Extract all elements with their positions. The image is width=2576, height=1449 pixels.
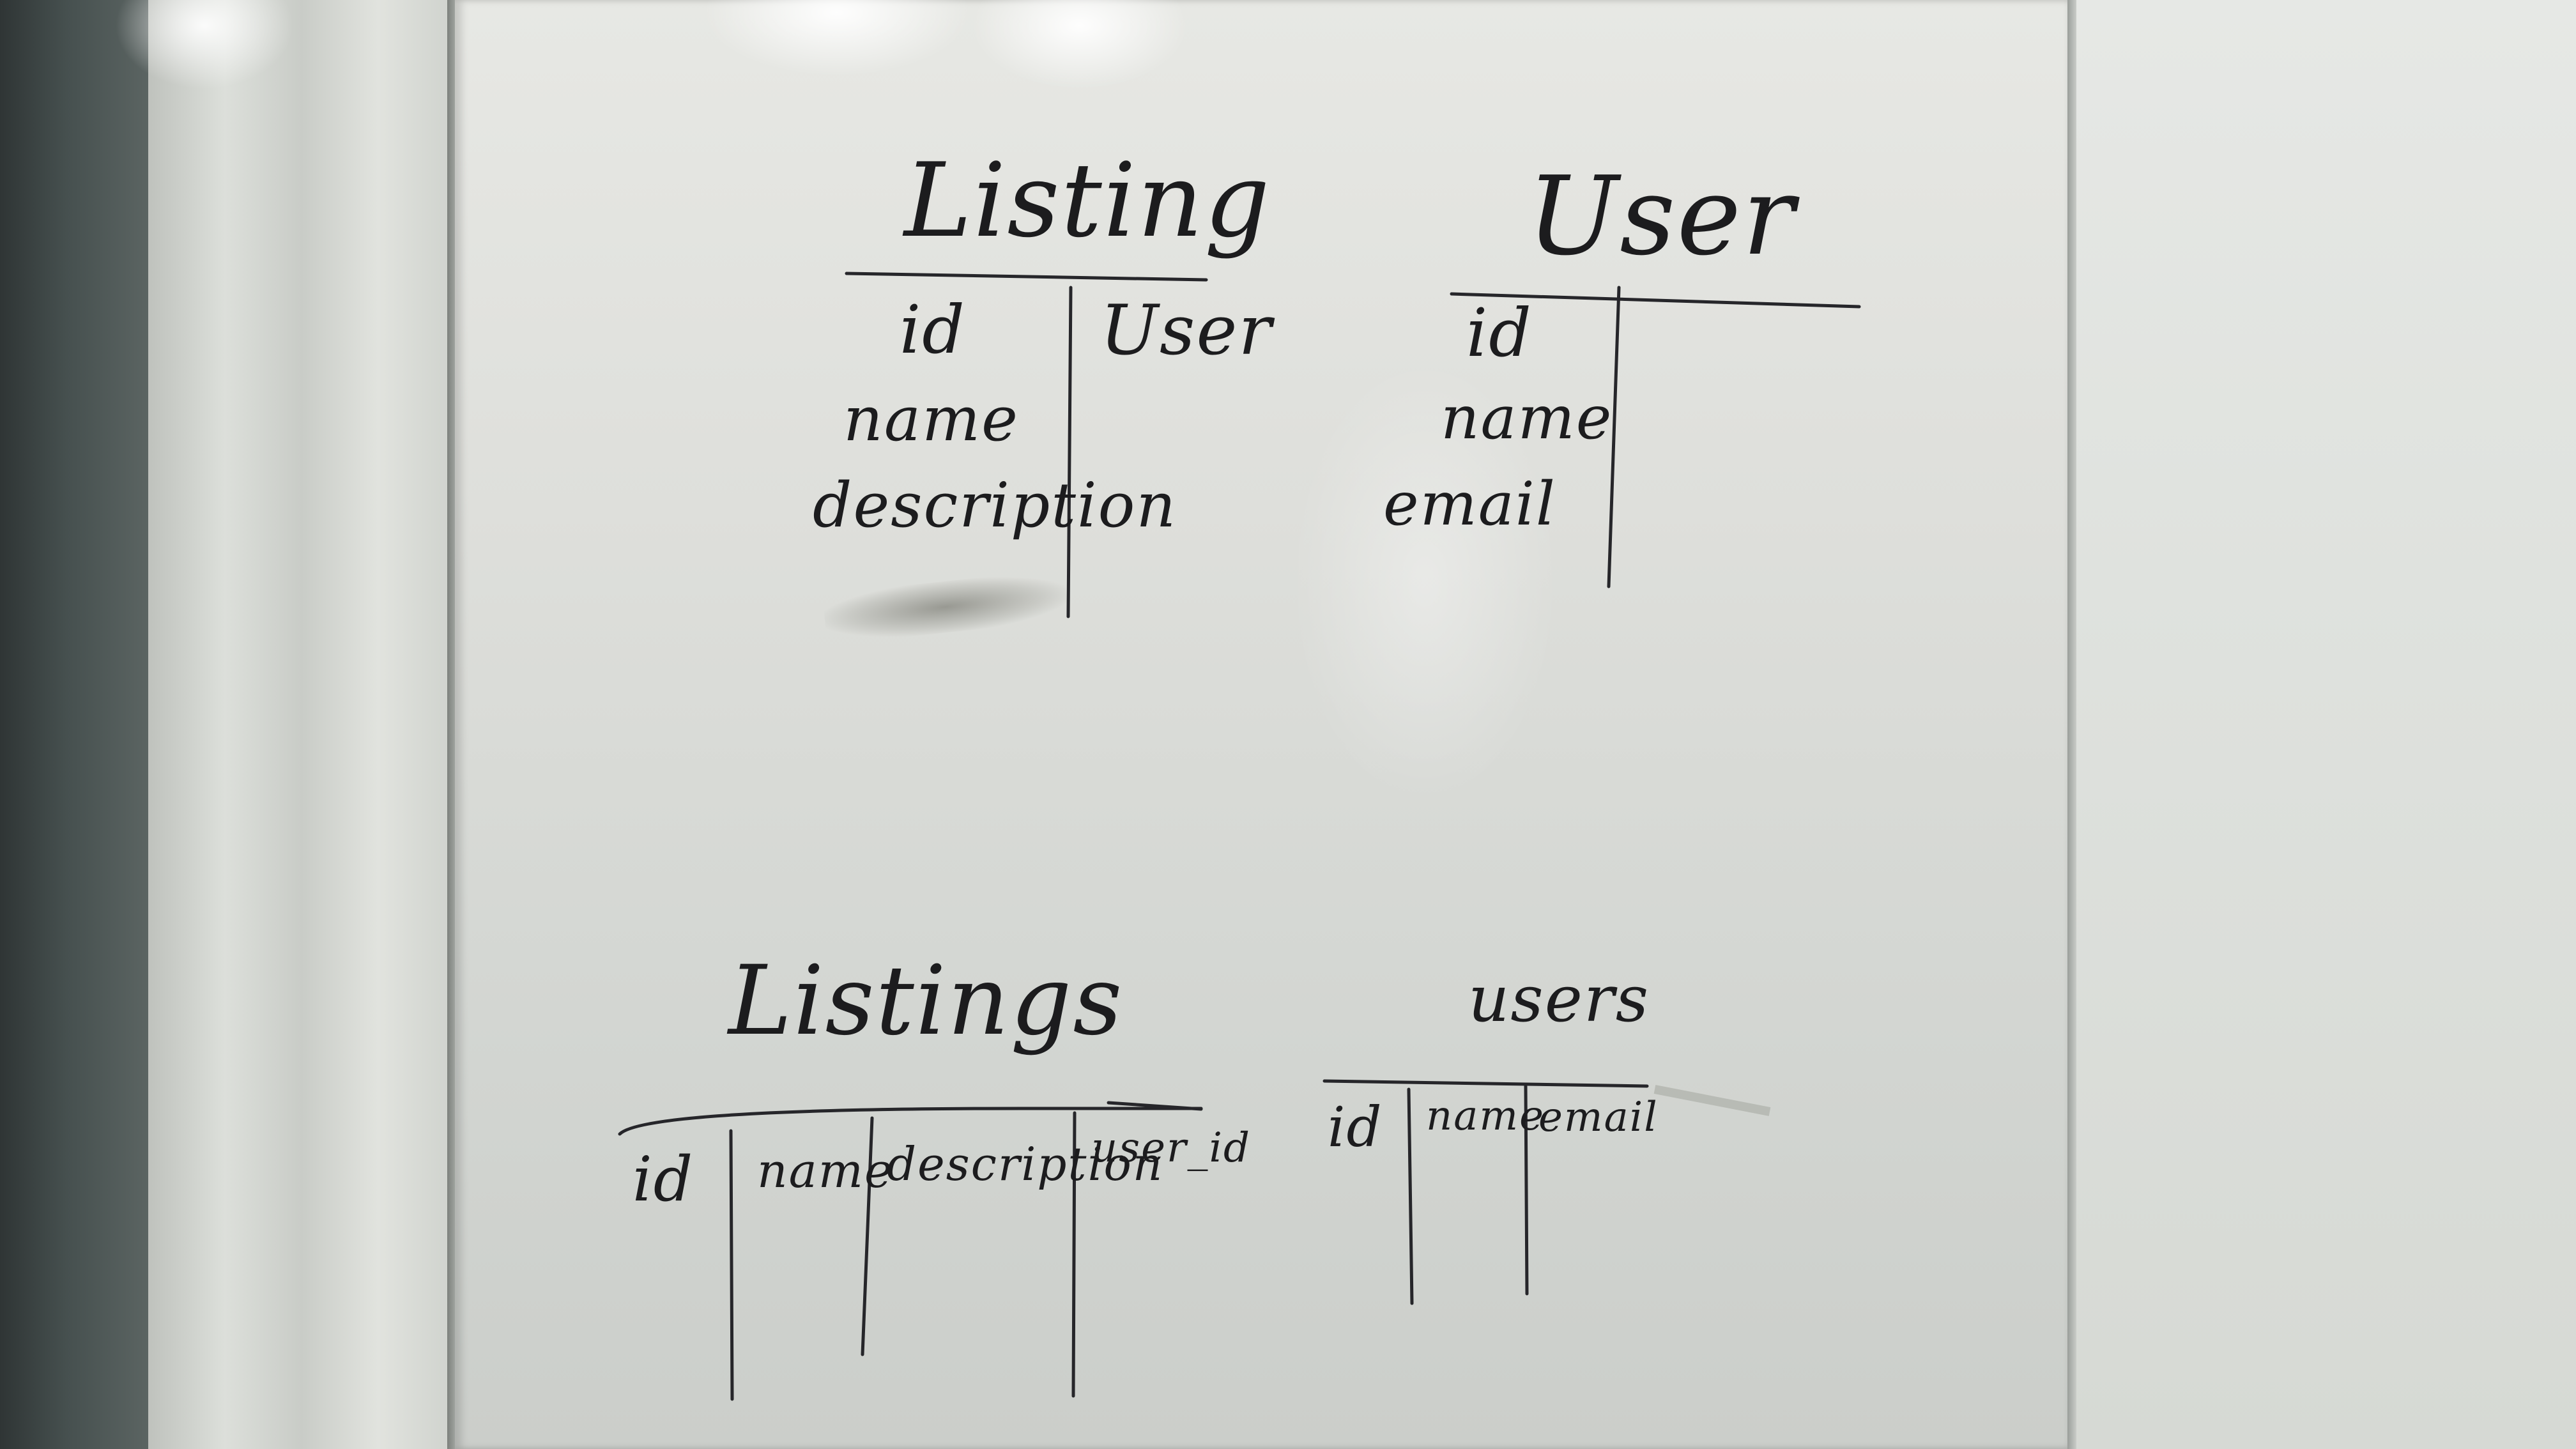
listing-field: id: [900, 291, 966, 369]
listings-col-divider: [729, 1129, 734, 1401]
listings-column-header: user_id: [1091, 1124, 1251, 1172]
listings-col-divider: [861, 1116, 874, 1356]
user-field: email: [1383, 470, 1556, 539]
listings-header-line-tail: [1107, 1101, 1203, 1111]
users-header-line: [1322, 1079, 1649, 1088]
listings-table-title: Listings: [728, 946, 1124, 1057]
dark-wall: [0, 0, 148, 1449]
listing-underline: [845, 272, 1208, 282]
listings-header-line: [618, 1107, 1203, 1136]
window-reflection: [1291, 358, 1559, 805]
listing-divider: [1066, 286, 1073, 618]
users-col-divider: [1407, 1087, 1414, 1305]
user-entity-title: User: [1527, 153, 1796, 280]
users-column-header: id: [1328, 1096, 1383, 1160]
ceiling-light-glare: [703, 0, 971, 77]
user-underline: [1450, 292, 1861, 309]
user-field: name: [1441, 383, 1613, 453]
listing-field: name: [843, 383, 1019, 455]
listing-entity-title: Listing: [904, 141, 1271, 260]
eraser-streak: [1653, 1085, 1771, 1116]
users-table-title: users: [1468, 962, 1650, 1036]
listings-col-divider: [1071, 1111, 1077, 1398]
users-column-header: name: [1426, 1092, 1545, 1140]
user-divider: [1607, 286, 1621, 588]
listings-column-header: id: [632, 1144, 694, 1215]
whiteboard: [455, 0, 2071, 1449]
listings-column-header: name: [757, 1144, 894, 1199]
listing-field: description: [813, 470, 1177, 541]
users-col-divider: [1524, 1084, 1529, 1296]
listings-column-header: description: [887, 1137, 1164, 1191]
ceiling-light-glare: [115, 0, 294, 89]
listing-relation: User: [1100, 291, 1273, 371]
board-right-edge: [2067, 0, 2076, 1449]
users-column-header: email: [1538, 1094, 1659, 1141]
right-wall-panel: [2076, 0, 2576, 1449]
door-frame: [148, 0, 455, 1449]
user-field: id: [1466, 294, 1533, 372]
ceiling-light-glare: [971, 0, 1188, 89]
